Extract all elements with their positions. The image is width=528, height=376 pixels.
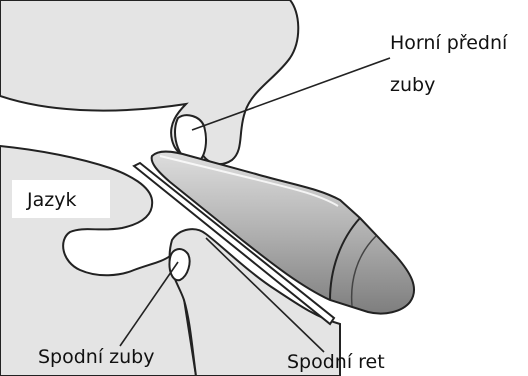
label-lower-lip: Spodní ret: [287, 352, 385, 374]
upper-lip-shape: [0, 0, 298, 164]
label-upper-front-teeth-2: zuby: [390, 75, 435, 97]
label-upper-front-teeth: Horní přední: [390, 33, 507, 55]
label-lower-teeth: Spodní zuby: [38, 347, 155, 369]
label-tongue: Jazyk: [27, 190, 76, 212]
